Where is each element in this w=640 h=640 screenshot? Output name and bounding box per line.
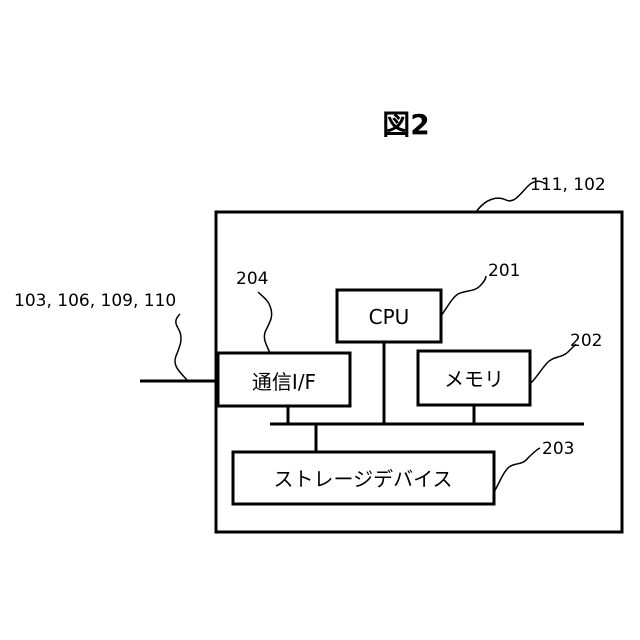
cpu-ref-label: 201: [488, 261, 520, 281]
storage-label: ストレージデバイス: [274, 467, 453, 491]
network-ref-label: 103, 106, 109, 110: [14, 291, 176, 311]
comm-if-leader-line: [258, 292, 272, 353]
memory-ref-label: 202: [570, 331, 602, 351]
cpu-label: CPU: [369, 305, 410, 329]
device-ref-label: 111, 102: [530, 175, 606, 195]
figure-title: 図2: [382, 108, 429, 141]
network-leader-line: [175, 314, 188, 381]
storage-ref-label: 203: [542, 439, 574, 459]
storage-leader-line: [494, 448, 540, 492]
cpu-leader-line: [441, 276, 486, 316]
comm-if-ref-label: 204: [236, 269, 268, 289]
memory-label: メモリ: [444, 367, 504, 391]
comm-if-label: 通信I/F: [252, 370, 316, 394]
